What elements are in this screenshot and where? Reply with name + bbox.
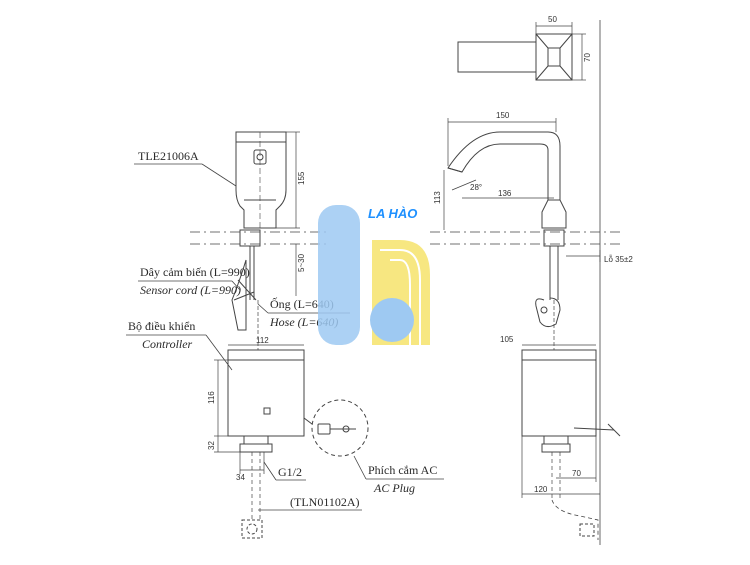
model-label: TLE21006A xyxy=(138,149,199,163)
ac-plug-label-en: AC Plug xyxy=(373,481,415,495)
thread-label: G1/2 xyxy=(278,465,302,479)
sensor-cord-label-vi: Dây cảm biến (L=990) xyxy=(140,265,250,279)
controller-label-vi: Bộ điều khiển xyxy=(128,319,195,333)
dim-32: 32 xyxy=(207,441,216,450)
front-faucet xyxy=(190,131,330,350)
dim-116: 116 xyxy=(207,391,216,404)
controller-box-front xyxy=(214,344,305,539)
top-view xyxy=(457,20,601,545)
controller-label-en: Controller xyxy=(142,337,193,351)
ac-plug-label-vi: Phích cắm AC xyxy=(368,463,437,477)
dim-113: 113 xyxy=(433,191,442,204)
side-faucet xyxy=(430,118,621,540)
dim-5-30: 5~30 xyxy=(297,253,306,272)
hose-label-vi: Ống (L=640) xyxy=(270,296,334,311)
la-hao-logo: LA HÀO xyxy=(318,205,430,345)
logo-blue-bar xyxy=(318,205,360,345)
dim-70-top: 70 xyxy=(583,53,592,62)
dim-50: 50 xyxy=(548,15,557,24)
dim-112: 112 xyxy=(256,336,269,345)
dim-105: 105 xyxy=(500,335,514,344)
part-label: (TLN01102A) xyxy=(290,495,360,509)
dim-150: 150 xyxy=(496,111,510,120)
hole-label: Lỗ 35±2 xyxy=(604,255,633,264)
logo-text: LA HÀO xyxy=(368,206,417,221)
dim-120: 120 xyxy=(534,485,548,494)
dim-angle-28: 28° xyxy=(470,183,482,192)
dim-155: 155 xyxy=(297,171,306,185)
sensor-cord-label-en: Sensor cord (L=990) xyxy=(140,283,241,297)
dim-34: 34 xyxy=(236,473,245,482)
dim-70-bottom: 70 xyxy=(572,469,581,478)
ac-plug-detail xyxy=(303,399,369,457)
dim-136: 136 xyxy=(498,189,512,198)
logo-blue-circle xyxy=(370,298,414,342)
